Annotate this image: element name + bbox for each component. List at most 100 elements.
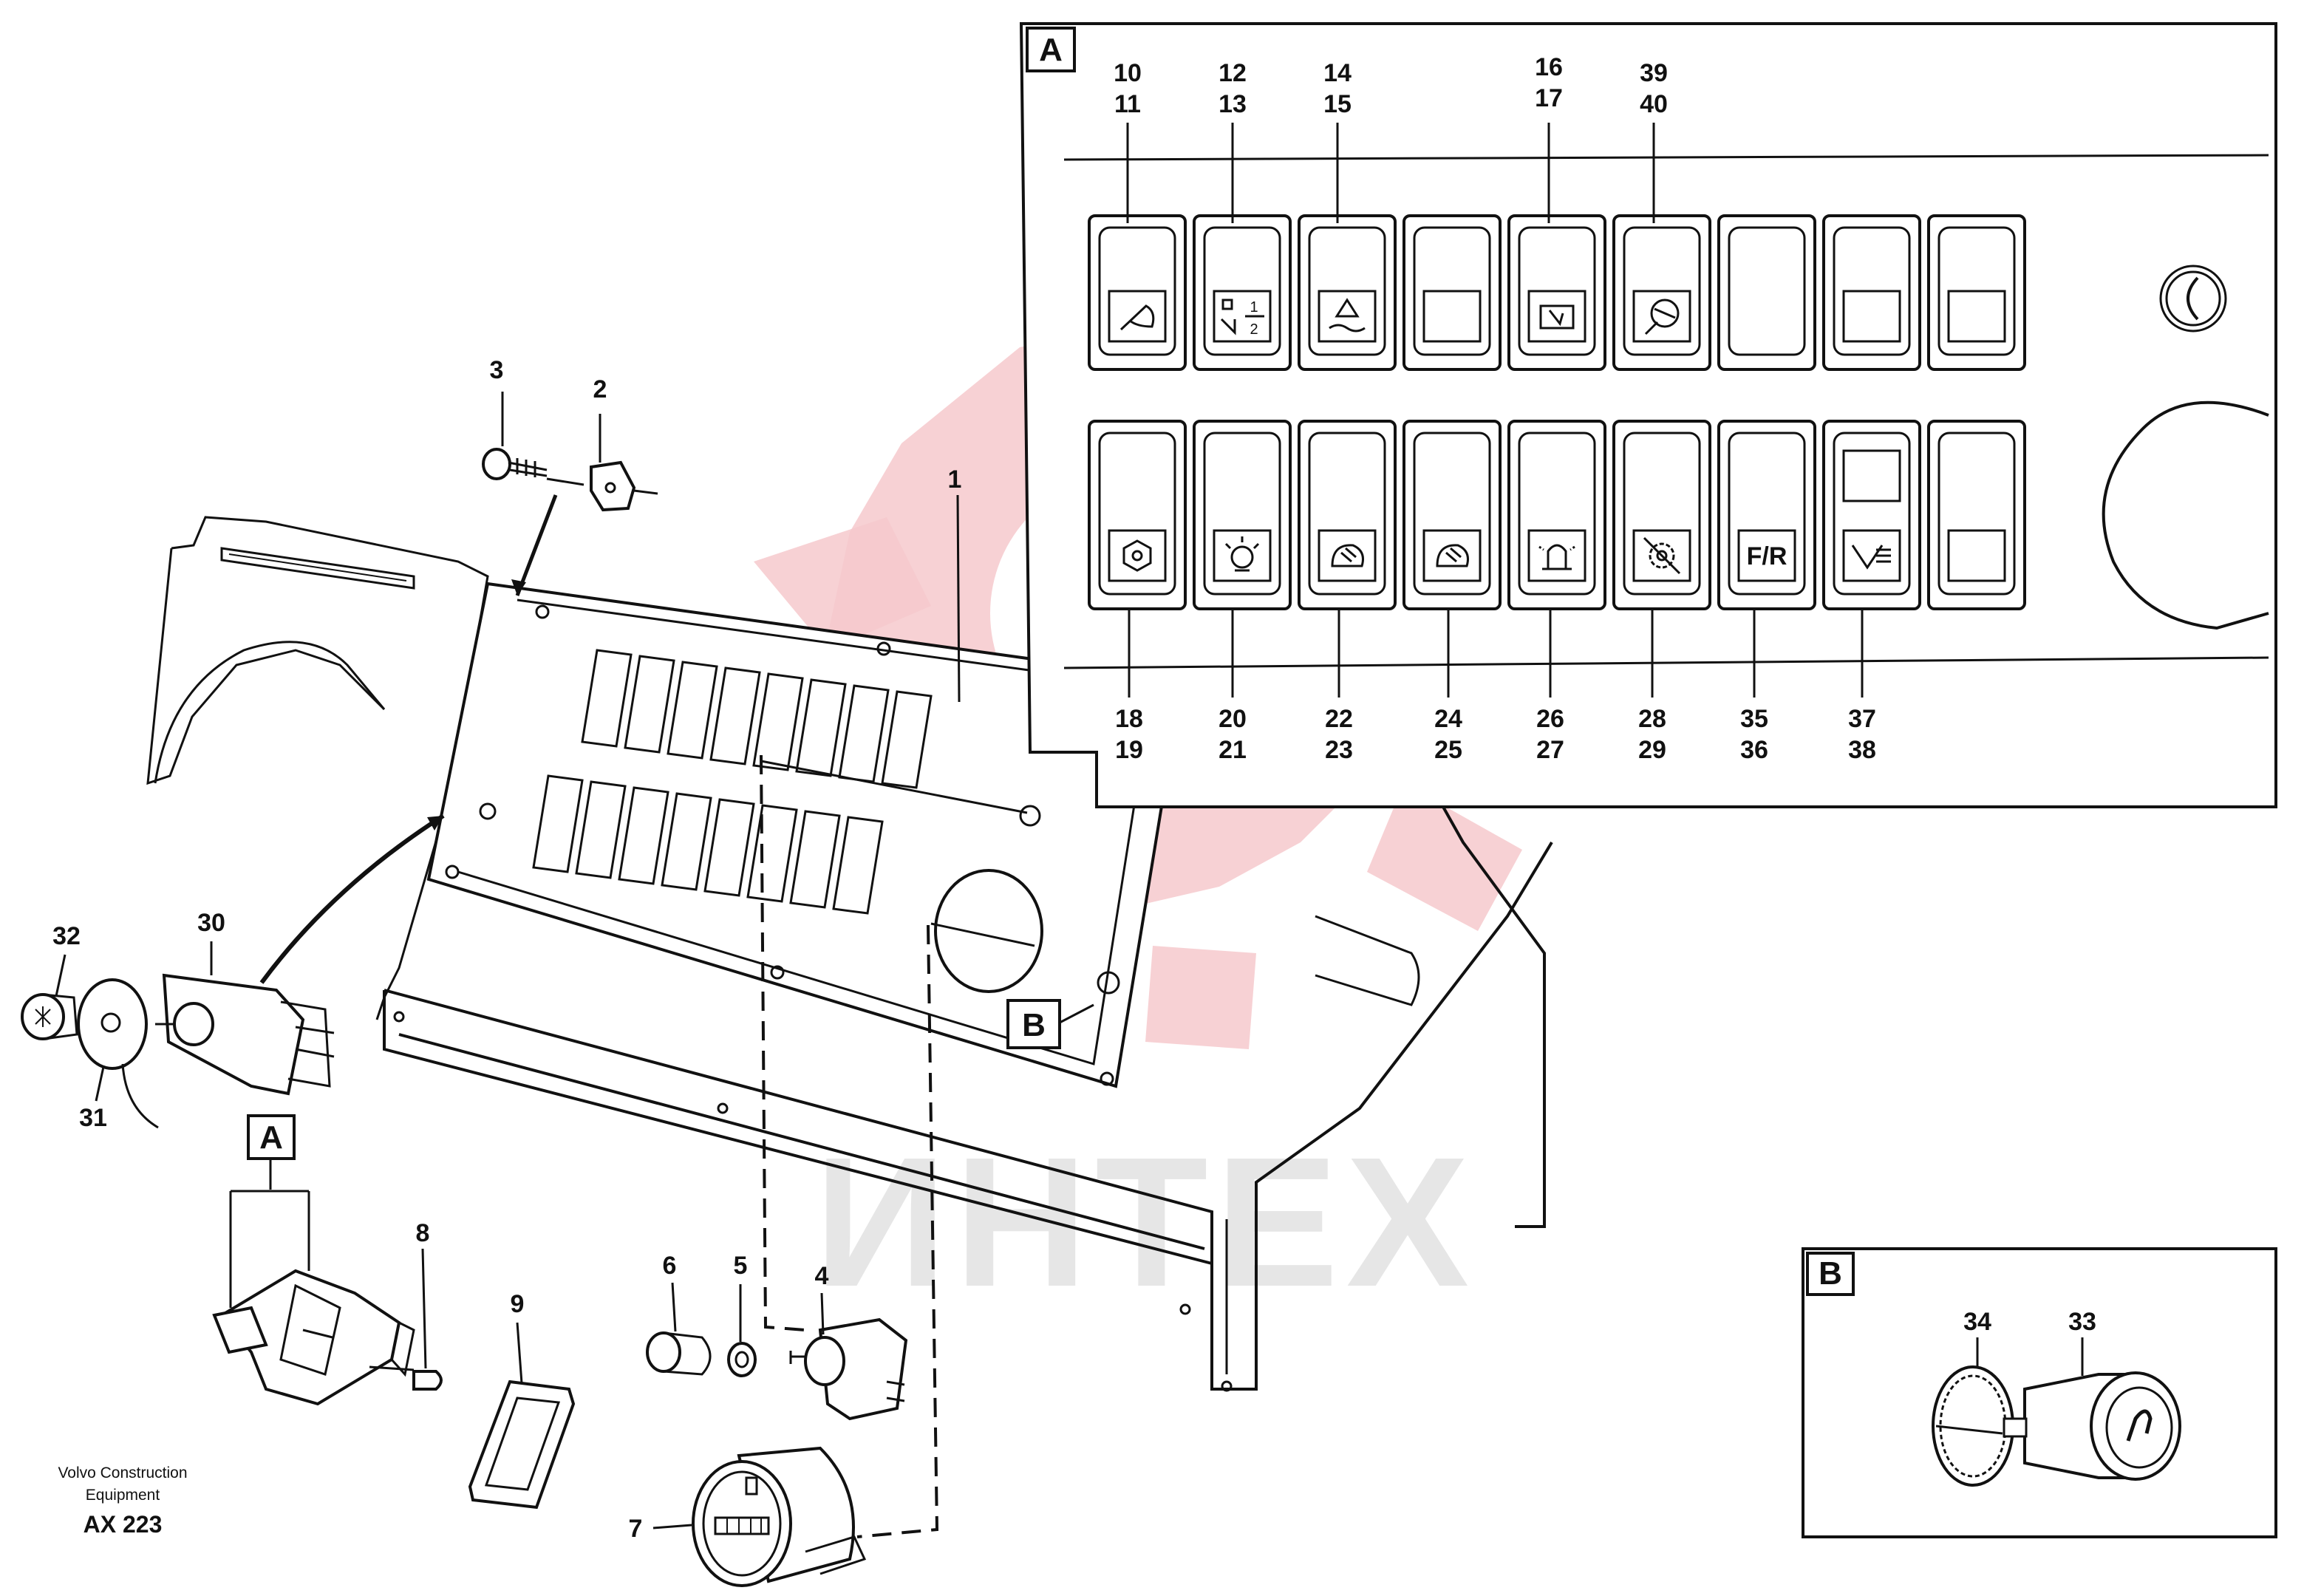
- callout-32: 32: [52, 922, 81, 950]
- dash-switch: [1193, 420, 1292, 610]
- inset-b: B 34 33: [1802, 1247, 2277, 1538]
- svg-text:19: 19: [1115, 736, 1143, 764]
- svg-text:10: 10: [1114, 59, 1142, 87]
- footer-company-line1: Volvo Construction: [58, 1464, 187, 1481]
- callout-2: 2: [593, 375, 607, 403]
- inset-a-gauge-hole: [2102, 400, 2269, 630]
- steering-icon: [1632, 290, 1691, 343]
- svg-text:24: 24: [1434, 705, 1462, 733]
- arrow-screw-to-panel: [515, 494, 558, 596]
- console-cutout: [661, 792, 712, 891]
- svg-text:18: 18: [1115, 705, 1143, 733]
- callout-4: 4: [815, 1262, 829, 1290]
- footer-credit: Volvo Construction Equipment AX 223: [58, 1464, 187, 1538]
- svg-text:14: 14: [1323, 59, 1352, 87]
- rear-window-icon: [1527, 290, 1586, 343]
- blank-icon: [1947, 529, 2006, 582]
- console-cutout: [795, 678, 847, 777]
- console-inner-frame: [457, 598, 1154, 1065]
- console-cutout: [752, 672, 804, 771]
- knob-6: 6: [646, 1252, 712, 1376]
- footer-company-line2: Equipment: [86, 1487, 160, 1504]
- svg-text:22: 22: [1325, 705, 1353, 733]
- detail-a-label: A: [259, 1119, 283, 1156]
- console-cutout: [618, 786, 669, 885]
- console-cutout: [832, 816, 884, 915]
- dash-switch: [1822, 420, 1921, 610]
- callout-3: 3: [490, 356, 504, 384]
- switch-grid: 12F/R: [1088, 214, 2026, 610]
- console-hood-slot-inner: [228, 553, 407, 582]
- inset-a-knob: [2159, 265, 2227, 332]
- svg-text:39: 39: [1640, 59, 1668, 87]
- dash-switch: 12: [1193, 214, 1292, 371]
- dimmer-icon: [2187, 276, 2199, 321]
- fr-icon: F/R: [1737, 529, 1796, 582]
- dash-switch: [1298, 420, 1397, 610]
- callout-5: 5: [734, 1252, 748, 1280]
- console-cutouts: [532, 649, 933, 915]
- dash-switch: [1088, 214, 1187, 371]
- callout-1-group: 1: [948, 466, 962, 703]
- svg-text:17: 17: [1535, 84, 1563, 112]
- hourmeter-hole: [934, 869, 1043, 993]
- svg-text:37: 37: [1848, 705, 1876, 733]
- console-cutout: [789, 810, 841, 909]
- lock-half-icon: 12: [1213, 290, 1272, 343]
- callout-1: 1: [948, 466, 962, 494]
- dash-switch: [1927, 214, 2026, 371]
- callout-8: 8: [416, 1219, 430, 1247]
- svg-text:38: 38: [1848, 736, 1876, 764]
- detail-b-label: B: [1022, 1007, 1046, 1043]
- inset-a-rail-top: [1063, 154, 2269, 161]
- svg-text:15: 15: [1323, 90, 1352, 118]
- headlight-icon: [1318, 529, 1377, 582]
- dashed-leader-switch: [760, 754, 806, 1331]
- console-cutout: [581, 649, 633, 748]
- svg-text:25: 25: [1434, 736, 1462, 764]
- bulb-8: 8: [412, 1219, 443, 1391]
- detail-b-label-box: [1006, 999, 1061, 1049]
- inset-a-rail-bottom: [1063, 656, 2269, 669]
- blank-icon: [1842, 290, 1901, 343]
- console-cutout: [746, 804, 798, 903]
- blank-icon: [1947, 290, 2006, 343]
- svg-text:11: 11: [1114, 90, 1141, 118]
- svg-text:13: 13: [1219, 90, 1247, 118]
- screw-3: 3: [482, 356, 548, 480]
- callout-6: 6: [663, 1252, 677, 1280]
- leader-cutout-1: [760, 760, 1035, 947]
- console-cutout: [532, 774, 584, 873]
- clip-2: 2: [546, 375, 658, 512]
- svg-text:2: 2: [1250, 321, 1258, 338]
- console-hood-arch: [154, 641, 386, 784]
- dash-switch: [1403, 420, 1502, 610]
- svg-text:28: 28: [1638, 705, 1666, 733]
- washer-fluid-icon: [1318, 290, 1377, 343]
- fan-icon: [1108, 529, 1167, 582]
- dash-switch: [1298, 214, 1397, 371]
- inset-a: A 12F/R 10111213141516173940181920212223…: [1019, 22, 2277, 808]
- console-cutout: [881, 690, 933, 789]
- svg-text:16: 16: [1535, 53, 1563, 81]
- dash-switch: [1507, 420, 1606, 610]
- dash-switch: [1507, 214, 1606, 371]
- callout-33: 33: [2068, 1308, 2096, 1336]
- dash-switch: [1403, 214, 1502, 371]
- svg-text:23: 23: [1325, 736, 1353, 764]
- svg-text:26: 26: [1536, 705, 1564, 733]
- nut-5: 5: [727, 1252, 757, 1377]
- svg-text:36: 36: [1740, 736, 1768, 764]
- watermark-text: ИНТЕХ: [814, 1119, 1476, 1325]
- console-slot-right: [1315, 915, 1420, 1006]
- inset-a-label-box: [1026, 27, 1076, 72]
